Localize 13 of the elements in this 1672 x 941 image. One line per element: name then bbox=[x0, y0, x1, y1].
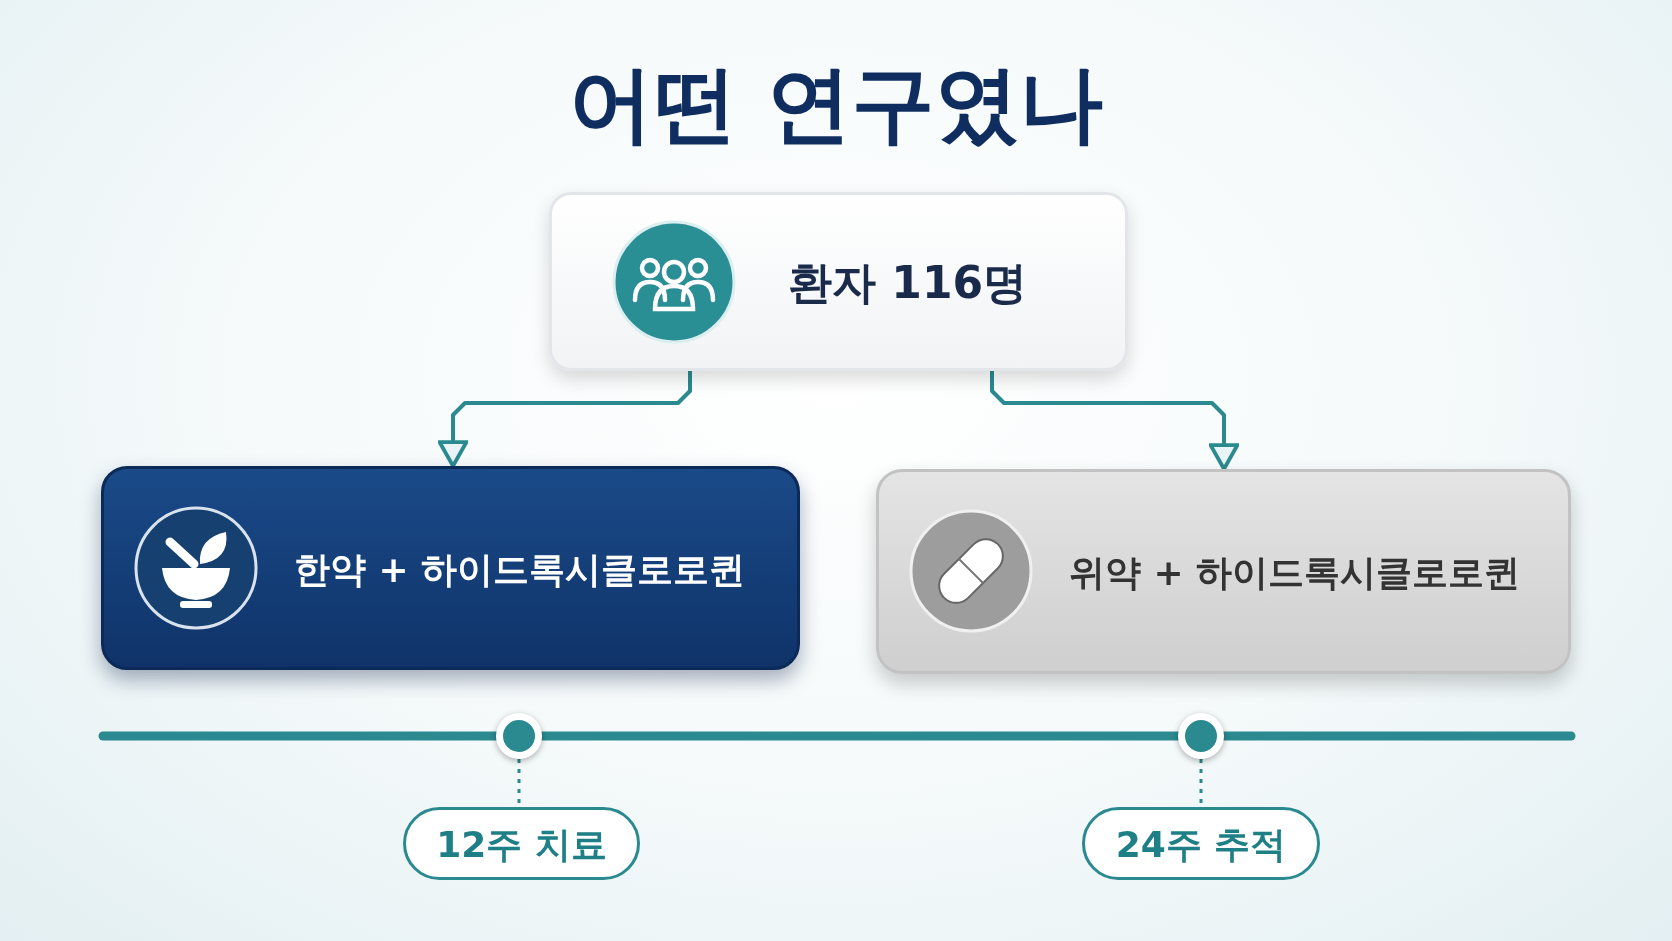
arrow bbox=[990, 371, 1240, 471]
group-label: 환자 116명 bbox=[788, 256, 1028, 311]
arrow bbox=[437, 371, 692, 468]
treatment-box bbox=[101, 466, 800, 670]
participant-box bbox=[549, 192, 1128, 371]
timeline-marker bbox=[1178, 713, 1224, 759]
duration-label: 24주 추적 bbox=[1114, 823, 1288, 868]
placebo-box bbox=[876, 469, 1571, 674]
group-label: 위약 + 하이드록시클로로퀸 bbox=[1069, 551, 1521, 596]
timeline-marker bbox=[496, 713, 542, 759]
title: 어떤 연구였나 bbox=[568, 54, 1104, 155]
duration-label: 12주 치료 bbox=[435, 823, 608, 868]
group-label: 한약 + 하이드록시클로로퀸 bbox=[294, 547, 746, 592]
